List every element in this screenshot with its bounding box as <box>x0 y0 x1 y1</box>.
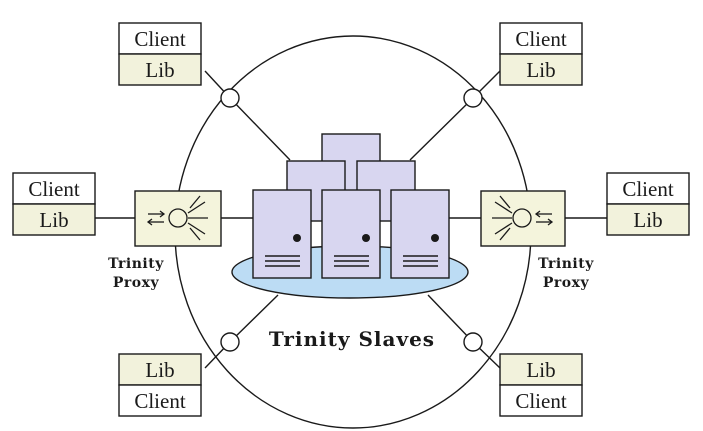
lib-label: Lib <box>526 358 555 382</box>
proxy-right: Trinity Proxy <box>480 190 594 291</box>
trinity-slaves-cluster <box>252 133 450 279</box>
connector-node-icon <box>220 332 240 352</box>
client-box-mid-right: Client Lib <box>606 172 690 236</box>
server-tower-icon <box>390 189 450 279</box>
client-box-bottom-right: Lib Client <box>499 353 583 417</box>
client-label: Client <box>28 177 79 201</box>
connector-node-icon <box>463 88 483 108</box>
connector-node-icon <box>220 88 240 108</box>
proxy-left-line2: Proxy <box>113 275 160 291</box>
server-tower-icon <box>252 189 312 279</box>
client-label: Client <box>515 27 566 51</box>
connector-nodes <box>220 88 483 352</box>
client-label: Client <box>134 27 185 51</box>
server-tower-icon <box>321 189 381 279</box>
client-label: Client <box>134 389 185 413</box>
slaves-label: Trinity Slaves <box>269 327 435 351</box>
proxy-right-line1: Trinity <box>538 256 594 272</box>
line-bottom-left-inner <box>229 294 279 343</box>
lib-label: Lib <box>633 208 662 232</box>
proxy-right-line2: Proxy <box>543 275 590 291</box>
proxy-left: Trinity Proxy <box>108 190 222 291</box>
lib-label: Lib <box>145 58 174 82</box>
client-box-top-left: Client Lib <box>118 22 202 86</box>
lib-label: Lib <box>145 358 174 382</box>
line-top-right-inner <box>409 97 474 161</box>
client-box-mid-left: Client Lib <box>12 172 96 236</box>
client-box-top-right: Client Lib <box>499 22 583 86</box>
client-box-bottom-left: Lib Client <box>118 353 202 417</box>
client-label: Client <box>515 389 566 413</box>
lib-label: Lib <box>526 58 555 82</box>
network-proxy-icon <box>492 195 554 241</box>
connector-node-icon <box>463 332 483 352</box>
network-proxy-icon <box>146 195 208 241</box>
lib-label: Lib <box>39 208 68 232</box>
proxy-left-line1: Trinity <box>108 256 164 272</box>
line-bottom-right-inner <box>427 294 474 343</box>
client-label: Client <box>622 177 673 201</box>
line-top-left-inner <box>229 97 291 161</box>
